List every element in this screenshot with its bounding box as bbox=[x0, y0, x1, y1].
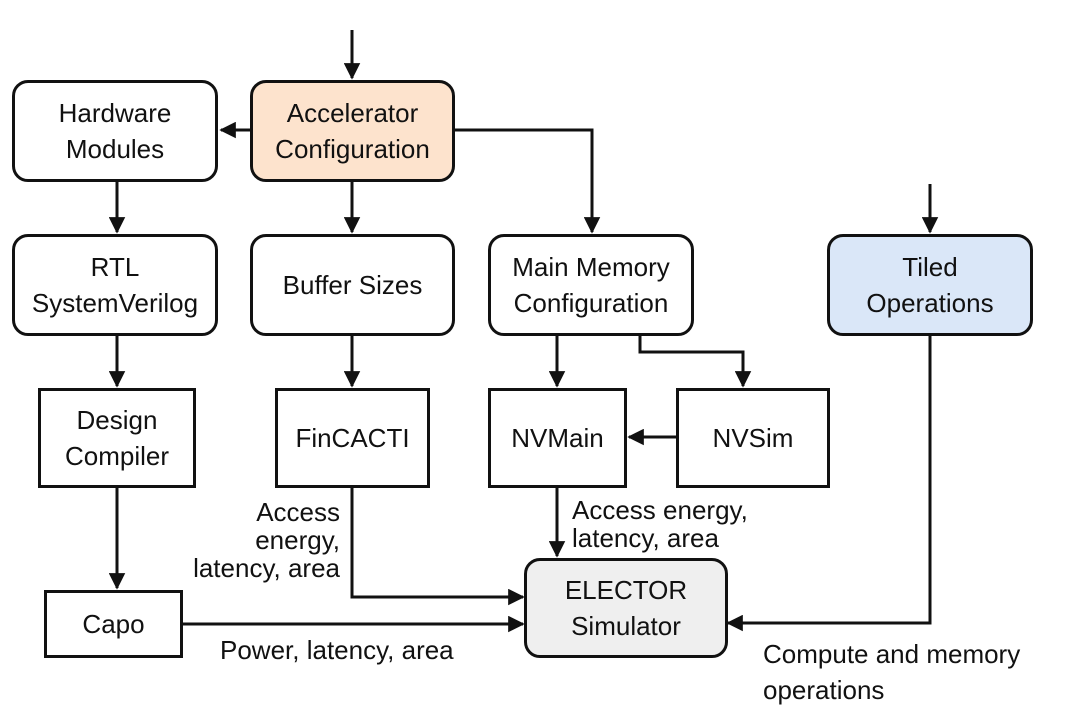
capo-outputs-label: Power, latency, area bbox=[220, 635, 454, 665]
capo-label: Capo bbox=[82, 609, 145, 639]
tiled-operations-box: Tiled Operations bbox=[827, 234, 1033, 336]
arrow-tiled-to-simulator bbox=[726, 336, 932, 632]
tiled-outputs-label: Compute and memory operations bbox=[763, 639, 1021, 705]
elector-simulator-box: ELECTOR Simulator bbox=[524, 558, 728, 658]
capo-box: Capo bbox=[44, 590, 183, 658]
fincacti-label: FinCACTI bbox=[295, 423, 410, 453]
buffer-sizes-label: Buffer Sizes bbox=[282, 270, 423, 300]
design-compiler-box: Design Compiler bbox=[38, 388, 196, 488]
rtl-systemverilog-label: RTL SystemVerilog bbox=[31, 252, 199, 318]
arrow-accelerator-to-main-memory bbox=[455, 128, 601, 234]
main-memory-configuration-box: Main Memory Configuration bbox=[488, 234, 694, 336]
rtl-systemverilog-box: RTL SystemVerilog bbox=[12, 234, 218, 336]
nvsim-label: NVSim bbox=[712, 423, 794, 453]
fincacti-outputs-label: Access energy, latency, area bbox=[193, 497, 340, 583]
nvmain-outputs-label: Access energy, latency, area bbox=[572, 495, 748, 553]
tiled-operations-label: Tiled Operations bbox=[866, 252, 994, 318]
elector-simulator-label: ELECTOR Simulator bbox=[564, 575, 688, 641]
design-compiler-label: Design Compiler bbox=[64, 405, 170, 471]
arrow-fincacti-to-simulator bbox=[350, 488, 525, 606]
arrow-main-memory-to-nvsim bbox=[638, 336, 752, 388]
fincacti-box: FinCACTI bbox=[275, 388, 430, 488]
nvmain-box: NVMain bbox=[488, 388, 627, 488]
main-memory-configuration-label: Main Memory Configuration bbox=[512, 252, 670, 318]
accelerator-configuration-box: Accelerator Configuration bbox=[250, 80, 455, 182]
hardware-modules-label: Hardware Modules bbox=[58, 98, 172, 164]
nvmain-label: NVMain bbox=[511, 423, 604, 453]
nvsim-box: NVSim bbox=[676, 388, 830, 488]
buffer-sizes-box: Buffer Sizes bbox=[250, 234, 455, 336]
accelerator-configuration-label: Accelerator Configuration bbox=[275, 98, 430, 164]
hardware-modules-box: Hardware Modules bbox=[12, 80, 218, 182]
